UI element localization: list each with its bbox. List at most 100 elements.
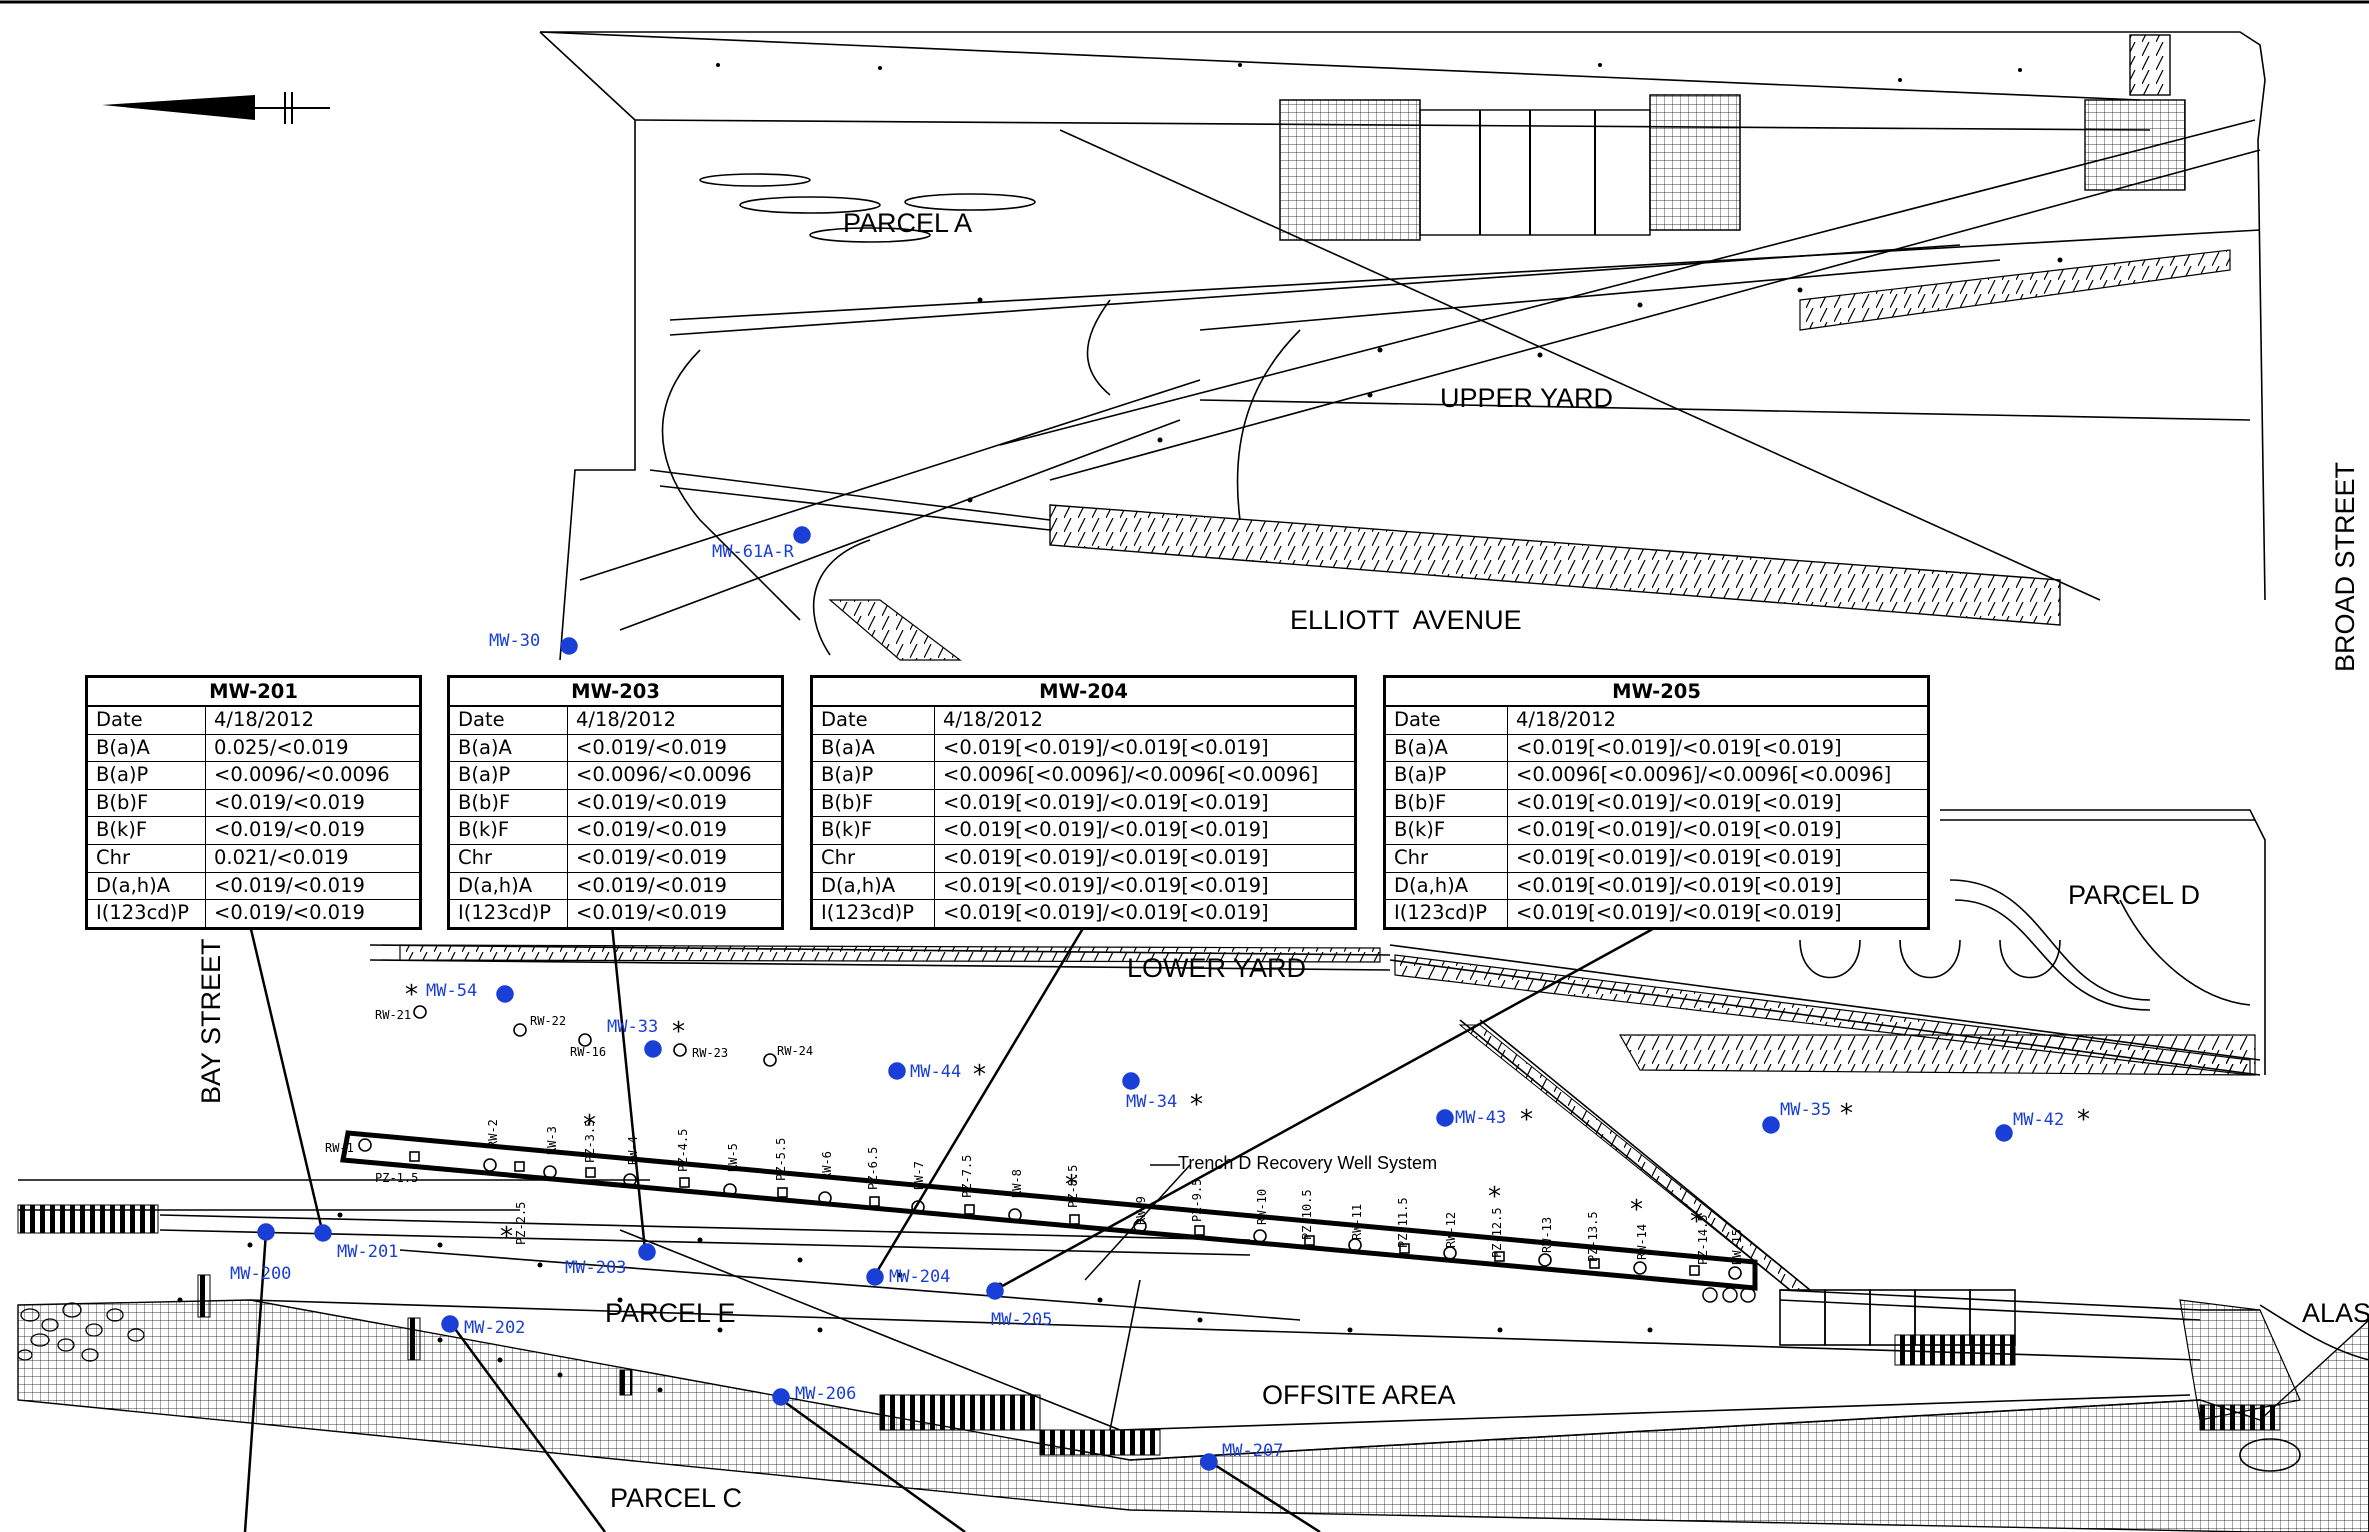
rw-label: RW-4 <box>626 1136 640 1165</box>
table-row: B(b)F<0.019[<0.019]/<0.019[<0.019] <box>813 789 1354 818</box>
mw-label: MW-44 <box>910 1062 962 1082</box>
table-cell: <0.019/<0.019 <box>214 873 365 897</box>
table-row: B(k)F<0.019[<0.019]/<0.019[<0.019] <box>1386 817 1927 845</box>
table-cell: Chr <box>1386 844 1508 872</box>
table-cell: B(a)A <box>88 734 206 762</box>
table-cell: B(k)F <box>450 817 568 844</box>
table-cell: B(a)A <box>450 734 568 762</box>
svg-text:*: * <box>1630 1195 1643 1225</box>
svg-text:*: * <box>500 1222 513 1252</box>
mw-label: MW-33 <box>607 1017 659 1037</box>
label-offsite-area: OFFSITE AREA <box>1262 1380 1456 1410</box>
table-cell: B(a)A <box>1386 734 1508 762</box>
table-cell: I(123cd)P <box>1386 900 1508 927</box>
rw-label: PZ-13.5 <box>1586 1211 1600 1262</box>
mw-label: MW-43 <box>1455 1108 1507 1128</box>
svg-text:*: * <box>1690 1207 1703 1237</box>
table-cell: <0.0096/<0.0096 <box>576 763 752 787</box>
table-title: MW-205 <box>1386 678 1927 707</box>
table-cell: <0.019[<0.019]/<0.019[<0.019] <box>1516 901 1842 925</box>
table-row: B(b)F<0.019/<0.019 <box>88 789 419 818</box>
table-row: Chr<0.019/<0.019 <box>450 844 781 873</box>
table-cell: <0.019[<0.019]/<0.019[<0.019] <box>943 845 1269 869</box>
ramp-hatch <box>1049 504 2061 626</box>
upper-yard-linework <box>539 31 2266 661</box>
rw-label: RW-21 <box>375 1008 412 1022</box>
rw-label: RW-7 <box>912 1161 926 1190</box>
table-row: B(a)P <0.0096/<0.0096 <box>450 762 781 790</box>
table-cell: Chr <box>450 844 568 872</box>
table-cell: B(a)P <box>813 762 935 789</box>
table-cell: <0.019/<0.019 <box>576 818 727 842</box>
mw-label: MW-54 <box>426 981 478 1001</box>
label-parcel-c: PARCEL C <box>610 1483 743 1513</box>
table-row: Chr <0.019[<0.019]/<0.019[<0.019] <box>813 844 1354 873</box>
table-cell: 4/18/2012 <box>943 708 1043 731</box>
label-parcel-e: PARCEL E <box>605 1298 736 1328</box>
rw-label: PZ-14.5 <box>1696 1214 1710 1265</box>
svg-text:*: * <box>583 1110 596 1140</box>
table-cell: B(k)F <box>1386 817 1508 844</box>
label-broad-street: BROAD STREET <box>2330 461 2360 672</box>
svg-text:*: * <box>1520 1105 1533 1135</box>
table-cell: B(a)P <box>1386 762 1508 789</box>
mw-label: MW-30 <box>489 631 541 651</box>
rw-label: PZ-6.5 <box>866 1146 880 1190</box>
table-cell: <0.019/<0.019 <box>214 818 365 842</box>
mw-label: MW-201 <box>337 1242 399 1262</box>
table-cell: B(b)F <box>1386 789 1508 817</box>
rw-label: RW-24 <box>777 1044 814 1058</box>
table-cell: I(123cd)P <box>88 900 206 927</box>
table-cell: 4/18/2012 <box>1516 708 1616 731</box>
table-cell: B(k)F <box>813 817 935 844</box>
table-cell: Chr <box>813 844 935 872</box>
rw-label: RW-1 <box>325 1141 354 1155</box>
table-cell: B(b)F <box>813 789 935 817</box>
rw-label: RW-15 <box>1730 1228 1744 1265</box>
trench-d-outline <box>340 1130 1758 1291</box>
table-cell: <0.019/<0.019 <box>576 790 727 814</box>
recovery-well-markers <box>358 1005 1742 1280</box>
svg-text:*: * <box>2077 1105 2090 1135</box>
table-row: D(a,h)A<0.019[<0.019]/<0.019[<0.019] <box>813 872 1354 901</box>
table-cell: <0.019/<0.019 <box>214 901 365 925</box>
table-cell: <0.019/<0.019 <box>576 735 727 759</box>
table-cell: Date <box>88 707 206 734</box>
mw-label: MW-34 <box>1126 1092 1178 1112</box>
table-cell: Date <box>1386 707 1508 734</box>
label-parcel-a: PARCEL A <box>843 208 973 238</box>
mw-label: MW-200 <box>230 1264 292 1284</box>
survey-points <box>177 63 2063 1393</box>
table-row: D(a,h)A<0.019[<0.019]/<0.019[<0.019] <box>1386 872 1927 901</box>
table-cell: <0.019/<0.019 <box>214 790 365 814</box>
table-row: I(123cd)P<0.019[<0.019]/<0.019[<0.019] <box>813 900 1354 927</box>
table-row: B(k)F<0.019/<0.019 <box>88 817 419 845</box>
table-cell: B(a)P <box>450 762 568 789</box>
rw-label: RW-12 <box>1444 1211 1458 1248</box>
mw-label: MW-204 <box>889 1267 951 1287</box>
table-row: I(123cd)P<0.019/<0.019 <box>450 900 781 927</box>
table-cell: <0.019[<0.019]/<0.019[<0.019] <box>1516 873 1842 897</box>
table-row: B(k)F<0.019[<0.019]/<0.019[<0.019] <box>813 817 1354 845</box>
pavement-hatch <box>17 1299 2369 1532</box>
mw-205-results-table: MW-205 Date 4/18/2012 B(a)A <0.019[<0.019]… <box>1383 675 1930 930</box>
mw-label: MW-207 <box>1222 1441 1284 1461</box>
table-row: Chr<0.019[<0.019]/<0.019[<0.019] <box>1386 844 1927 873</box>
table-row: B(b)F <0.019/<0.019 <box>450 789 781 818</box>
leader-lines <box>243 923 1661 1532</box>
table-title: MW-204 <box>813 678 1354 707</box>
table-cell: <0.019[<0.019]/<0.019[<0.019] <box>1516 790 1842 814</box>
rw-label: PZ-5.5 <box>774 1137 788 1181</box>
table-title: MW-203 <box>450 678 781 707</box>
rw-label: RW-3 <box>545 1126 559 1155</box>
table-cell: B(b)F <box>450 789 568 817</box>
rw-label: RW-13 <box>1540 1216 1554 1253</box>
rw-label: PZ-9.5 <box>1190 1178 1204 1222</box>
